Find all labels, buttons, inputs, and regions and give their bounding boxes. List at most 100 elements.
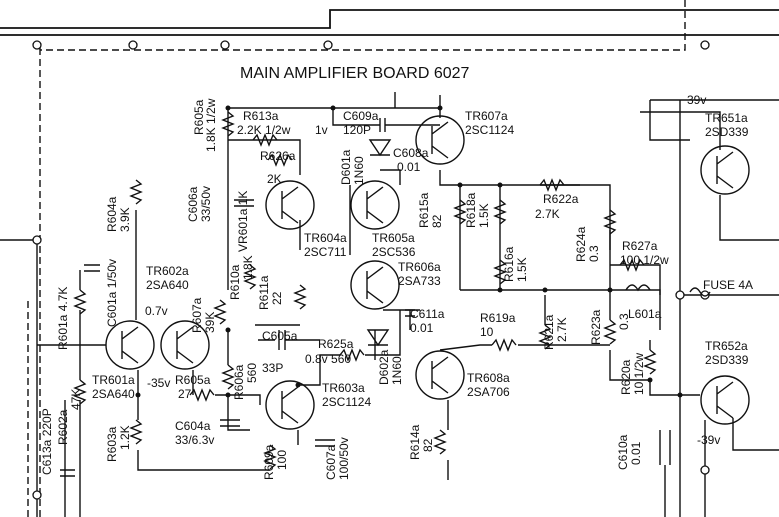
component-labels: R605a 1.8K 1/2w R613a 2.2K 1/2w 1v C609a…	[40, 93, 753, 480]
label-r616a: R616a	[502, 246, 516, 282]
label-tr608a-type: 2SA706	[467, 385, 510, 399]
label-r611a-val: 22	[270, 291, 284, 305]
label-r609a: R609a	[262, 444, 276, 480]
label-vr601a: VR601a 1K	[236, 191, 250, 252]
label-r621a: R621a	[542, 314, 556, 350]
board-title: MAIN AMPLIFIER BOARD 6027	[240, 65, 470, 82]
label-tr605a-type: 2SC536	[372, 245, 416, 259]
label-tr601a: TR601a	[92, 373, 135, 387]
label-d602a-type: 1N60	[390, 356, 404, 385]
label-r610a: R610a	[228, 264, 242, 300]
label-r625a-val: 0.8v 560	[305, 352, 351, 366]
label-r614a: R614a	[408, 424, 422, 460]
label-r624a: R624a	[574, 226, 588, 262]
label-tr607a-type: 2SC1124	[465, 123, 514, 137]
label-r627a-val: 100 1/2w	[620, 253, 669, 267]
label-tr608a: TR608a	[467, 371, 510, 385]
label-r605a-2-val: 27	[178, 387, 192, 401]
label-r615a: R615a	[417, 192, 431, 228]
label-r616a-val: 1.5K	[515, 257, 529, 282]
label-r603a-val: 1.2K	[118, 425, 132, 450]
label-tr604a-type: 2SC711	[304, 245, 347, 259]
label-r613a-val: 2.2K 1/2w	[237, 123, 291, 137]
label-c610a: C610a	[616, 434, 630, 470]
junction-dots	[135, 105, 683, 398]
label-r611a: R611a	[257, 275, 271, 310]
label-c609a: C609a	[343, 109, 379, 123]
label-c608a-val: 0.01	[397, 160, 421, 174]
label-r605a-val: 1.8K 1/2w	[204, 98, 218, 152]
label-r618a-val: 1.5K	[477, 203, 491, 228]
label-tr651a-type: 2SD339	[705, 125, 749, 139]
label-1v: 1v	[315, 123, 328, 137]
label-r605a: R605a	[192, 99, 206, 135]
label-r627a: R627a	[622, 239, 658, 253]
label-r605a-2: R605a	[175, 373, 211, 387]
label-tr603a-type: 2SC1124	[322, 395, 371, 409]
label-d601a-type: 1N60	[352, 156, 366, 185]
label-tr605a: TR605a	[372, 231, 415, 245]
label-r620a: R620a	[619, 359, 633, 395]
label-r615a-val: 82	[430, 214, 444, 228]
label-tr601a-type: 2SA640	[92, 387, 135, 401]
label-c605a-val: 33P	[262, 361, 283, 375]
label-d602a: D602a	[377, 349, 391, 385]
label-r614a-val: 82	[421, 438, 435, 452]
label-r623a: R623a	[589, 309, 603, 345]
label-c611a: C611a	[410, 307, 445, 321]
label-r607a: R607a	[190, 297, 204, 333]
label-r620a-val: 10 1/2w	[632, 353, 646, 395]
transistors	[105, 115, 750, 430]
label-tr651a: TR651a	[705, 111, 748, 125]
label-r623a-val: 0.3	[617, 313, 631, 330]
label-c604a-val: 33/6.3v	[175, 433, 214, 447]
label-c606a: C606a	[186, 186, 200, 222]
label-tr606a: TR606a	[398, 260, 441, 274]
label-tr603a: TR603a	[322, 381, 365, 395]
label-d601a: D601a	[339, 149, 353, 185]
label-tr602a-type: 2SA640	[146, 278, 189, 292]
label-c607a-val: 100/50v	[337, 437, 351, 480]
label-fuse: FUSE 4A	[703, 278, 753, 292]
label-39v: 39v	[687, 93, 706, 107]
label-c608a: C608a	[393, 146, 429, 160]
label-tr606a-type: 2SA733	[398, 274, 441, 288]
label-c605a: C605a	[262, 329, 298, 343]
label-c610a-val: 0.01	[629, 441, 643, 465]
label-r606a: R606a	[232, 364, 246, 400]
label-r613a: R613a	[243, 109, 279, 123]
label-tr652a-type: 2SD339	[705, 353, 749, 367]
label-r602a-val: 47K	[69, 389, 83, 410]
label-c613a: C613a 220P	[40, 408, 54, 475]
label-r621a-val: 2.7K	[555, 317, 569, 342]
label-r619a: R619a	[480, 311, 516, 325]
label-r609a-val: 100	[275, 450, 289, 470]
label-r602a: R602a	[56, 409, 70, 445]
label-c607a: C607a	[324, 444, 338, 480]
resistor-symbols	[73, 111, 657, 470]
label-c606a-val: 33/50v	[199, 186, 213, 222]
top-rails	[0, 9, 779, 50]
label-r610a-val: 1.8K	[241, 255, 255, 280]
label-r626a: R626a	[260, 149, 296, 163]
label-r626a-val: 2K	[267, 172, 282, 186]
label-r607a-val: 39K	[203, 312, 217, 333]
label-l601a: L601a	[628, 307, 662, 321]
label-r604a-val: 3.9K	[118, 207, 132, 232]
label-c609a-val: 120P	[343, 123, 371, 137]
label-c611a-val: 0.01	[410, 321, 434, 335]
label-r618a: R618a	[464, 192, 478, 228]
label-tr604a: TR604a	[304, 231, 347, 245]
label-r622a-val: 2.7K	[535, 207, 560, 221]
label-r619a-val: 10	[480, 325, 494, 339]
label-r625a: R625a	[318, 337, 354, 351]
small-components	[60, 139, 711, 477]
label-c601a: C601a 1/50v	[105, 259, 119, 327]
label-c604a: C604a	[175, 419, 211, 433]
label-r601a: R601a 4.7K	[56, 287, 70, 350]
label-r606a-val: 560	[245, 363, 259, 383]
wiring-top	[227, 92, 779, 517]
label-tr652a: TR652a	[705, 339, 748, 353]
label-r622a: R622a	[543, 192, 579, 206]
